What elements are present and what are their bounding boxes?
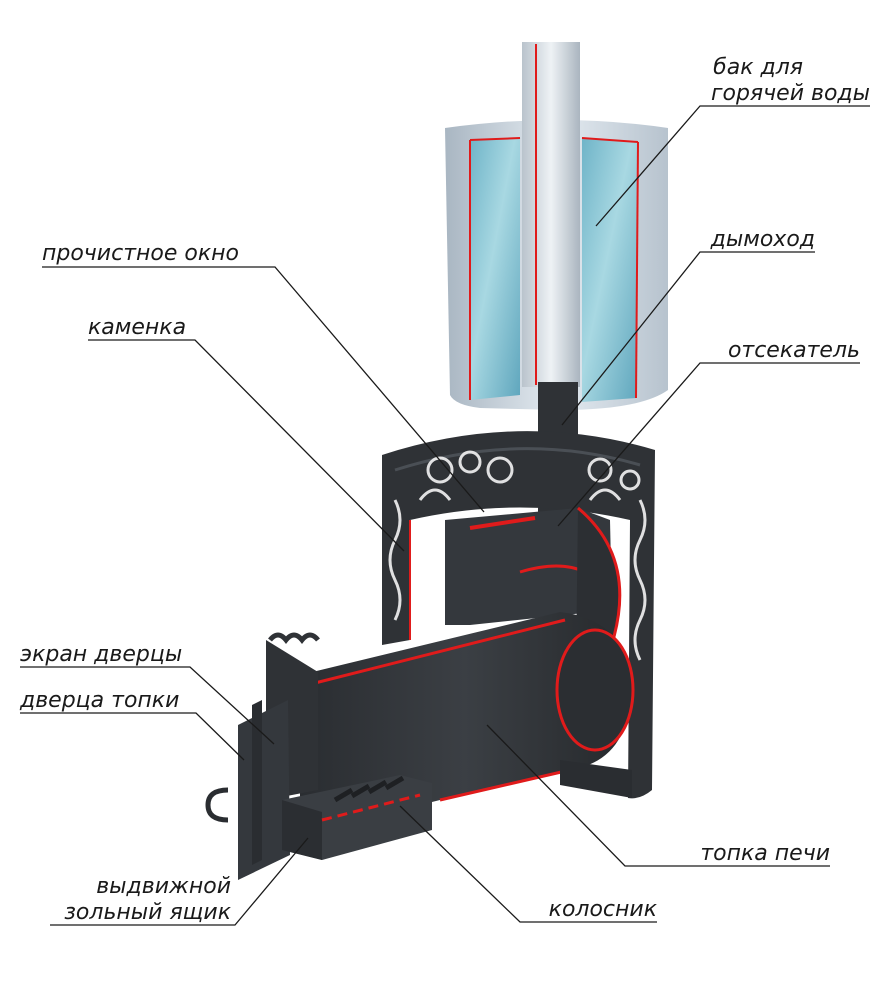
- label-stone-basket: каменка: [88, 315, 186, 340]
- label-chimney: дымоход: [710, 227, 815, 252]
- tank-water: [470, 138, 520, 400]
- label-ash-drawer-line1: выдвижной: [96, 874, 231, 899]
- tank-water-right: [582, 138, 638, 402]
- firebox-door: [238, 700, 290, 880]
- door-assembly: [205, 632, 320, 880]
- label-tank-line2: горячей воды: [711, 81, 870, 106]
- ash-drawer: [282, 775, 432, 860]
- label-firebox-door: дверца топки: [19, 688, 179, 713]
- label-ash-drawer-line2: зольный ящик: [64, 900, 231, 925]
- label-firebox: топка печи: [700, 841, 830, 866]
- label-tank-line1: бак для: [713, 55, 803, 80]
- label-cutter: отсекатель: [728, 338, 860, 363]
- labels: бак для горячей воды дымоход отсекатель …: [19, 55, 870, 925]
- label-door-screen: экран дверцы: [20, 642, 182, 667]
- basket-back: [382, 431, 655, 799]
- label-cleaning-window: прочистное окно: [42, 241, 239, 266]
- label-grate: колосник: [549, 897, 658, 922]
- door-handle: [205, 787, 229, 823]
- basket-ornament: [388, 450, 647, 661]
- chimney-upper: [522, 42, 580, 387]
- leader-lines: [20, 105, 870, 926]
- grate-bars: [333, 775, 405, 803]
- stone-basket: [382, 431, 655, 799]
